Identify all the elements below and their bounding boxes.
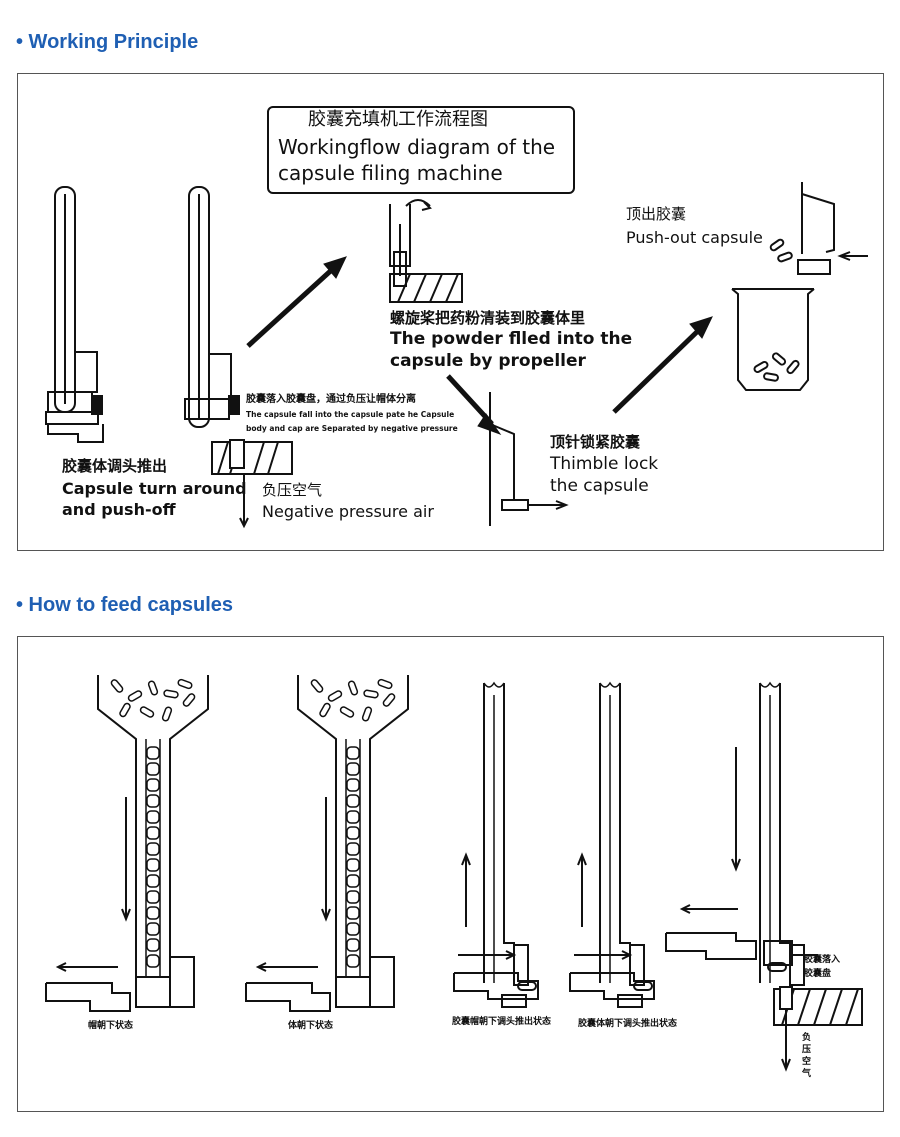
- feed-label-6-char1: 负: [802, 1033, 812, 1043]
- thimble-label-en-1: Thimble lock: [550, 454, 659, 474]
- thimble-label-en-2: the capsule: [550, 476, 649, 496]
- thimble-label-cn: 顶针锁紧胶囊: [550, 433, 641, 451]
- working-principle-panel: 胶囊充填机工作流程图 Workingflow diagram of the ca…: [17, 73, 884, 551]
- feed-label-6-char3: 空: [802, 1057, 812, 1067]
- feed-label-5-line2: 胶囊盘: [804, 969, 832, 979]
- workflow-header-en-1: Workingflow diagram of the: [278, 135, 556, 159]
- feed-capsules-panel: 帽朝下状态 体朝下状态 胶囊帽朝下调头推出状态 胶囊体朝下调头推出状态 胶囊落入…: [17, 636, 884, 1112]
- turn-label-cn: 胶囊体调头推出: [62, 457, 168, 475]
- turn-label-en-2: and push-off: [62, 500, 176, 519]
- feed-label-4: 胶囊体朝下调头推出状态: [578, 1019, 678, 1029]
- fall-label-en-1: The capsule fall into the capsule pate h…: [246, 410, 455, 419]
- turn-label-en-1: Capsule turn around: [62, 479, 247, 498]
- workflow-header-en-2: capsule filing machine: [278, 161, 503, 185]
- workflow-header-box: [267, 106, 575, 194]
- working-principle-diagram: [45, 182, 868, 529]
- pushout-label-en: Push-out capsule: [626, 228, 763, 247]
- propeller-label-en-2: capsule by propeller: [390, 351, 586, 371]
- section-title-working-principle: • Working Principle: [16, 31, 199, 53]
- fall-label-cn: 胶囊落入胶囊盘，通过负压让帽体分离: [246, 394, 416, 405]
- feed-label-6-char2: 压: [802, 1045, 812, 1055]
- air-label-cn: 负压空气: [262, 481, 323, 499]
- propeller-label-cn: 螺旋桨把药粉清装到胶囊体里: [390, 309, 586, 327]
- workflow-header-cn: 胶囊充填机工作流程图: [308, 109, 488, 130]
- air-label-en: Negative pressure air: [262, 502, 434, 521]
- pushout-label-cn: 顶出胶囊: [626, 205, 687, 223]
- fall-label-en-2: body and cap are Separated by negative p…: [246, 424, 458, 433]
- feed-label-6-char4: 气: [802, 1069, 812, 1079]
- section-title-feed-capsules: • How to feed capsules: [16, 594, 234, 616]
- feed-capsules-diagram: [45, 674, 863, 1072]
- feed-label-5-line1: 胶囊落入: [804, 955, 841, 965]
- feed-label-3: 胶囊帽朝下调头推出状态: [452, 1017, 552, 1027]
- feed-label-1: 帽朝下状态: [88, 1021, 134, 1031]
- feed-label-2: 体朝下状态: [288, 1021, 334, 1031]
- propeller-label-en-1: The powder flled into the: [390, 329, 633, 349]
